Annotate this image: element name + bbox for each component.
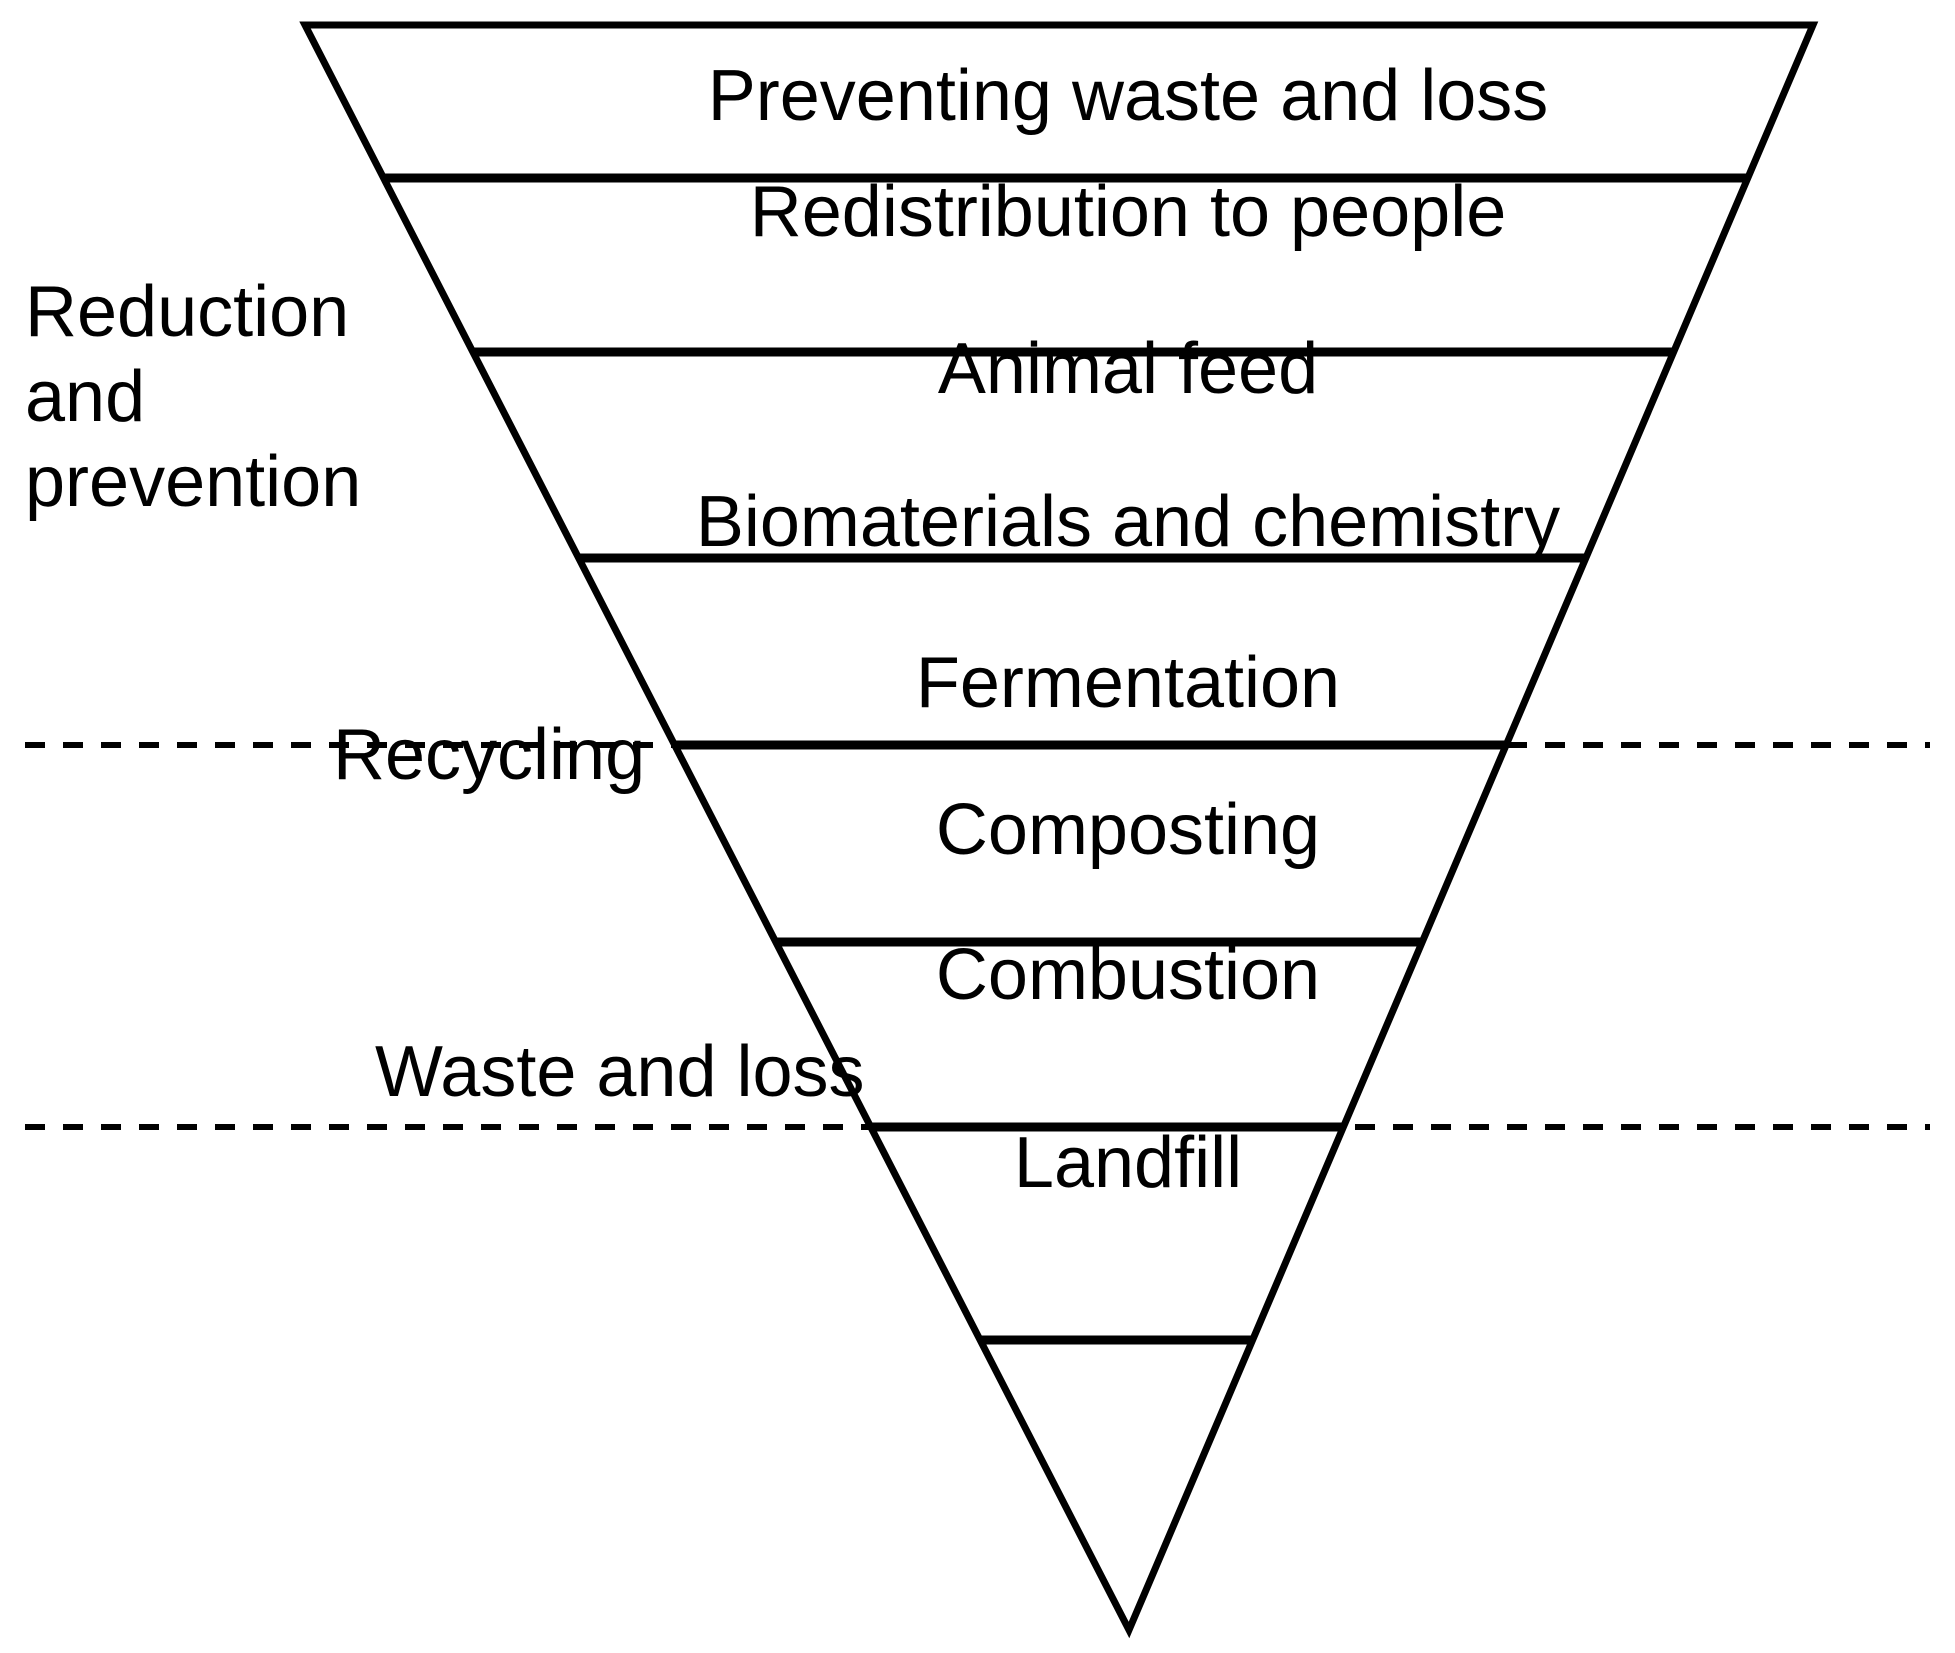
group-label-line-2: prevention (25, 441, 362, 522)
funnel-body (305, 25, 1813, 1630)
funnel-outline (299, 21, 1819, 1639)
group-label-line-1: Reduction and (25, 272, 350, 437)
group-label-waste-and-loss: Waste and loss (375, 1032, 865, 1112)
tier-dividers (383, 173, 1748, 1345)
group-label-reduction-and-prevention: Reduction and prevention (25, 270, 445, 525)
group-label-recycling: Recycling (333, 715, 646, 795)
